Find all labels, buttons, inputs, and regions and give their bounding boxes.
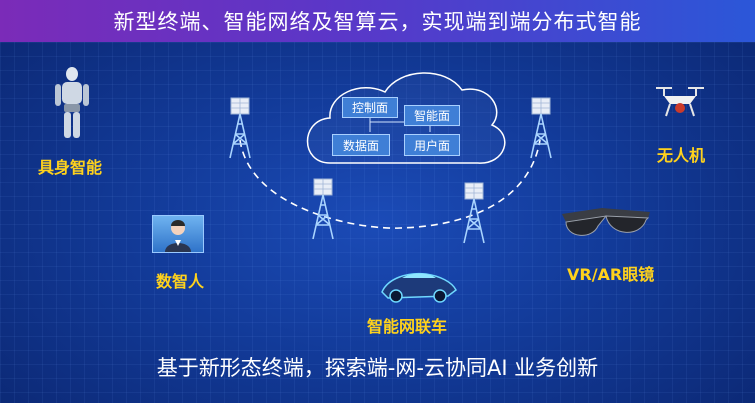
label-connected-car: 智能网联车 [367, 317, 448, 336]
cloud-box-data: 数据面 [332, 134, 390, 156]
humanoid-robot-icon [55, 67, 89, 138]
tower-icon-1 [229, 97, 251, 159]
tower-icon-4 [463, 182, 485, 244]
network-link-arc [239, 139, 541, 229]
tower-icon-2 [530, 97, 552, 159]
page-title: 新型终端、智能网络及智算云，实现端到端分布式智能 [113, 10, 642, 34]
label-vr-ar-glasses: VR/AR眼镜 [567, 265, 655, 284]
label-digital-human: 数智人 [156, 272, 205, 291]
cloud-box-control: 控制面 [342, 97, 398, 118]
cloud-box-intelligence: 智能面 [404, 105, 460, 126]
tower-icon-3 [312, 178, 334, 240]
label-embodied-ai: 具身智能 [38, 158, 103, 177]
connected-car-icon [381, 272, 457, 303]
vr-ar-glasses-icon [562, 208, 650, 236]
title-banner: 新型终端、智能网络及智算云，实现端到端分布式智能 [0, 0, 755, 42]
label-drone: 无人机 [657, 146, 706, 165]
drone-icon [656, 87, 704, 117]
digital-human-icon [152, 215, 204, 253]
cloud-outline [306, 72, 506, 164]
cloud-box-user: 用户面 [404, 134, 460, 156]
footer-text: 基于新形态终端，探索端-网-云协同AI 业务创新 [156, 356, 599, 380]
